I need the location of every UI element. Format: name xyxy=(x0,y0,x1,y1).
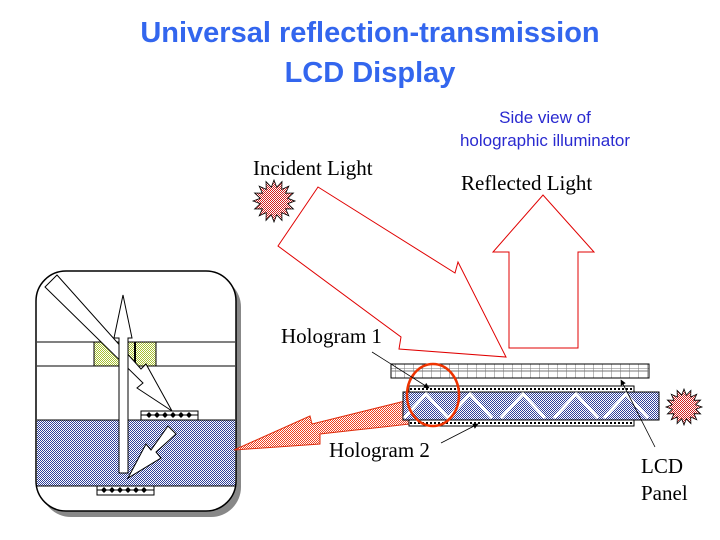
lcd-panel-label-line-1: LCD xyxy=(641,454,683,478)
inset-hologram-1 xyxy=(140,410,199,421)
magnify-transfer-arrow xyxy=(233,400,411,451)
lcd-panel-leader xyxy=(620,379,656,448)
inset-incident-arrow xyxy=(44,274,173,412)
magnified-inset xyxy=(35,270,241,517)
inset-upward-arrow xyxy=(113,294,133,474)
title-line-1: Universal reflection-transmission xyxy=(140,17,600,49)
inset-waveguide xyxy=(37,420,235,486)
hologram-1-leader xyxy=(371,351,430,389)
hologram-2-strip xyxy=(408,419,635,427)
incident-light-source-icon xyxy=(251,178,297,224)
highlight-circle xyxy=(405,362,461,428)
hologram-2-label: Hologram 2 xyxy=(329,438,430,462)
reflected-light-arrow xyxy=(491,194,596,349)
incident-light-label: Incident Light xyxy=(253,156,373,180)
backlight-source-icon xyxy=(664,387,704,427)
subtitle-line-1: Side view of xyxy=(499,108,591,127)
waveguide xyxy=(402,391,660,421)
subtitle-line-2: holographic illuminator xyxy=(459,131,631,150)
hologram-2-leader xyxy=(440,423,479,444)
hologram-1-strip xyxy=(408,385,635,393)
light-ray-segment xyxy=(602,391,650,420)
inset-hologram-2 xyxy=(96,485,155,496)
lcd-panel-label-line-2: Panel xyxy=(641,481,688,505)
incident-light-arrow xyxy=(277,186,507,358)
holographic-illuminator-side-view xyxy=(371,351,660,448)
title-line-2: LCD Display xyxy=(284,57,456,89)
hologram-1-label: Hologram 1 xyxy=(281,324,382,348)
inset-guided-arrow xyxy=(126,425,177,480)
light-ray-segment xyxy=(499,391,547,420)
reflected-light-label: Reflected Light xyxy=(461,171,593,195)
light-ray-segment xyxy=(552,391,600,420)
